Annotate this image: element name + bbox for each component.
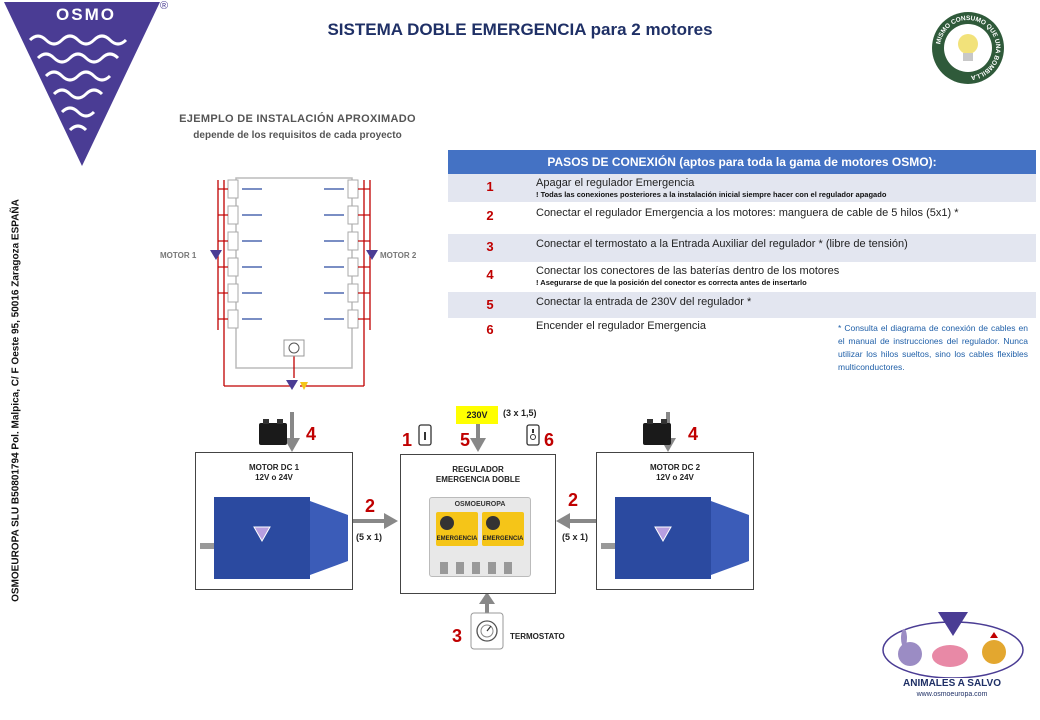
animals-safe-logo: [882, 612, 1024, 679]
step-2-label-right: 2: [568, 490, 579, 510]
motor-2-name: MOTOR DC 2: [649, 463, 701, 472]
step-row: 5 Conectar la entrada de 230V del regula…: [448, 292, 1036, 318]
motor-1-cable-label: (5 x 1): [356, 532, 383, 542]
step-text: Conectar los conectores de las baterías …: [536, 265, 840, 277]
bulb-badge: MISMO CONSUMO QUE UNA BOMBILLA: [930, 10, 1006, 86]
install-motor2-label: MOTOR 2: [380, 251, 417, 260]
registered-mark: ®: [160, 0, 169, 12]
step-number: 5: [486, 297, 494, 312]
step-note: ! Todas las conexiones posteriores a la …: [536, 190, 887, 199]
step-1-label: 1: [402, 430, 413, 450]
regulator-unit: OSMOEUROPA EMERGENCIA EMERGENCIA: [429, 497, 531, 577]
motor-1-voltage: 12V o 24V: [255, 473, 293, 482]
step-text: Conectar el regulador Emergencia a los m…: [536, 207, 959, 219]
step-number: 6: [486, 322, 494, 337]
thermostat-icon: [470, 612, 504, 650]
step-number: 4: [486, 267, 494, 282]
step-row: 1 Apagar el regulador Emergencia ! Todas…: [448, 174, 1036, 202]
logo-text: OSMO: [56, 5, 116, 24]
step-row: 4 Conectar los conectores de las batería…: [448, 262, 1036, 292]
motor-1-image: [200, 497, 348, 579]
motor-dc-2-box: MOTOR DC 2 12V o 24V: [596, 452, 754, 590]
switch-off-icon: [418, 424, 432, 446]
regulator-panel-label: EMERGENCIA: [482, 536, 524, 542]
voltage-230-badge: 230V: [456, 406, 498, 424]
regulator-brand: OSMOEUROPA: [454, 501, 506, 508]
step-note: ! Asegurarse de que la posición del cone…: [536, 278, 807, 287]
regulator-panel-label: EMERGENCIA: [436, 536, 478, 542]
step-number: 1: [486, 179, 494, 194]
thermostat-label: TERMOSTATO: [510, 632, 565, 641]
regulator-panel-right: EMERGENCIA: [482, 512, 524, 546]
step-number: 2: [486, 208, 494, 223]
step-row: 2 Conectar el regulador Emergencia a los…: [448, 202, 1036, 234]
steps-header: PASOS DE CONEXIÓN (aptos para toda la ga…: [448, 150, 1036, 174]
step-6-label: 6: [544, 430, 555, 450]
step-4-label-right: 4: [688, 424, 699, 444]
regulator-box: REGULADOR EMERGENCIA DOBLE OSMOEUROPA EM…: [400, 454, 556, 594]
connection-steps-table: PASOS DE CONEXIÓN (aptos para toda la ga…: [448, 150, 1036, 337]
regulator-line2: EMERGENCIA DOBLE: [435, 475, 521, 484]
steps-footnote: * Consulta el diagrama de conexión de ca…: [838, 323, 1028, 372]
install-subheading: depende de los requisitos de cada proyec…: [193, 130, 402, 141]
cable-glands: [438, 562, 522, 574]
regulator-panel-left: EMERGENCIA: [436, 512, 478, 546]
installation-diagram: MOTOR 1 MOTOR 2: [150, 160, 440, 400]
motor-2-voltage: 12V o 24V: [656, 473, 694, 482]
battery-icon: [642, 418, 672, 446]
website-url: www.osmoeuropa.com: [916, 691, 988, 698]
regulator-line1: REGULADOR: [452, 465, 504, 474]
knob-icon: [440, 516, 454, 530]
page-title: SISTEMA DOBLE EMERGENCIA para 2 motores: [327, 20, 713, 39]
osmo-logo: OSMO ®: [0, 0, 170, 170]
knob-icon: [486, 516, 500, 530]
step-5-label: 5: [460, 430, 471, 450]
step-4-label-left: 4: [306, 424, 317, 444]
step-text: Conectar el termostato a la Entrada Auxi…: [536, 238, 908, 250]
step-2-label-left: 2: [365, 496, 376, 516]
motor-dc-1-box: MOTOR DC 1 12V o 24V: [195, 452, 353, 590]
step-3-label: 3: [452, 626, 463, 646]
battery-icon: [258, 418, 288, 446]
motor-2-image: [601, 497, 749, 579]
animals-safe-text: ANIMALES A SALVO: [903, 678, 1001, 689]
power-cable-label: (3 x 1,5): [503, 408, 537, 418]
step-text: Apagar el regulador Emergencia: [536, 177, 695, 189]
install-heading: EJEMPLO DE INSTALACIÓN APROXIMADO: [179, 113, 416, 125]
install-motor1-label: MOTOR 1: [160, 251, 197, 260]
switch-on-icon: [526, 424, 540, 446]
step-text: Conectar la entrada de 230V del regulado…: [536, 296, 752, 308]
motor-1-name: MOTOR DC 1: [248, 463, 300, 472]
step-number: 3: [486, 239, 494, 254]
motor-2-cable-label: (5 x 1): [562, 532, 589, 542]
step-row: 3 Conectar el termostato a la Entrada Au…: [448, 234, 1036, 262]
step-text: Encender el regulador Emergencia: [536, 320, 706, 332]
step-row: 6 Encender el regulador Emergencia: [448, 318, 1036, 337]
